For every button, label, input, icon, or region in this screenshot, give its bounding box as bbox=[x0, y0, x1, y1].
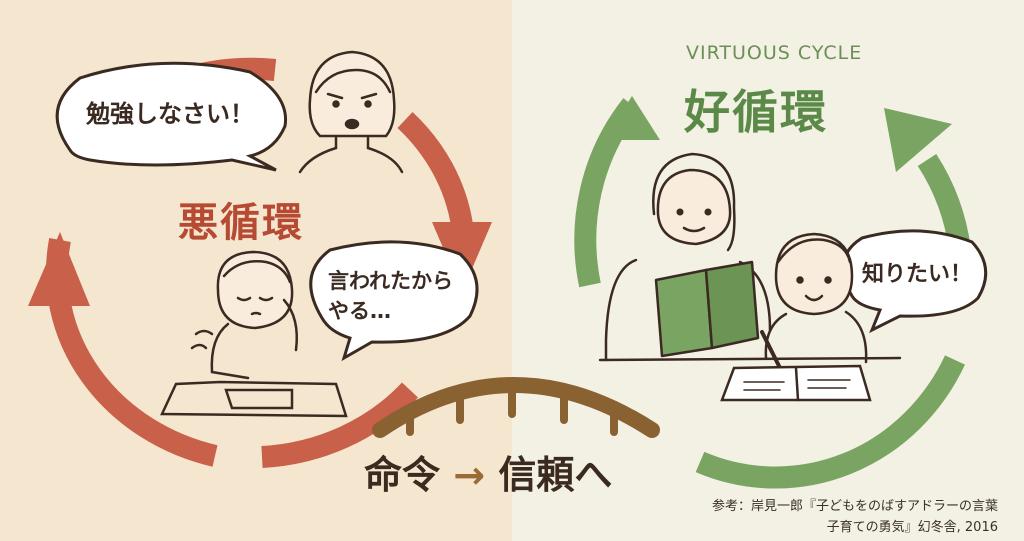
child-speech-text: 言われたから やる… bbox=[328, 266, 453, 326]
bridge bbox=[372, 377, 660, 438]
credit-line2: 子育ての勇気』幻冬舎, 2016 bbox=[826, 520, 998, 535]
open-book bbox=[654, 260, 760, 358]
vicious-arrowhead-left bbox=[28, 232, 90, 306]
bridge-caption: 命令 → 信頼へ bbox=[364, 444, 612, 499]
speech-bubble-child bbox=[309, 240, 479, 362]
virtuous-cycle-title: 好循環 bbox=[684, 85, 828, 139]
speech-bubble-curious-child bbox=[841, 229, 988, 334]
virtuous-arc-bottom bbox=[695, 355, 965, 489]
reluctant-child-figure bbox=[160, 250, 348, 418]
child-speech-line1: 言われたから bbox=[328, 269, 453, 293]
credit-line1: 参考：岸見一郎『子どもをのばすアドラーの言葉 bbox=[711, 499, 998, 514]
scolding-parent-figure bbox=[298, 50, 404, 174]
bridge-arrow-icon: → bbox=[453, 453, 486, 497]
curious-child-speech-text: 知りたい！ bbox=[862, 262, 973, 287]
bridge-from-text: 命令 bbox=[364, 453, 441, 497]
virtuous-arrowhead-top-right bbox=[884, 108, 952, 172]
virtuous-cycle-subtitle: VIRTUOUS CYCLE bbox=[686, 42, 863, 64]
vicious-arc-right bbox=[397, 111, 473, 227]
parent-speech-text: 勉強しなさい！ bbox=[86, 100, 254, 128]
curious-child-figure bbox=[720, 232, 872, 402]
bridge-to-text: 信頼へ bbox=[498, 453, 613, 497]
child-speech-line2: やる… bbox=[328, 299, 391, 323]
virtuous-arrowhead-top-left bbox=[604, 96, 660, 140]
speech-bubble-parent bbox=[55, 61, 288, 172]
reference-credit: 参考：岸見一郎『子どもをのばすアドラーの言葉 子育ての勇気』幻冬舎, 2016 bbox=[712, 496, 998, 538]
vicious-arc-bottom bbox=[261, 382, 419, 468]
vicious-cycle-title: 悪循環 bbox=[178, 200, 304, 246]
